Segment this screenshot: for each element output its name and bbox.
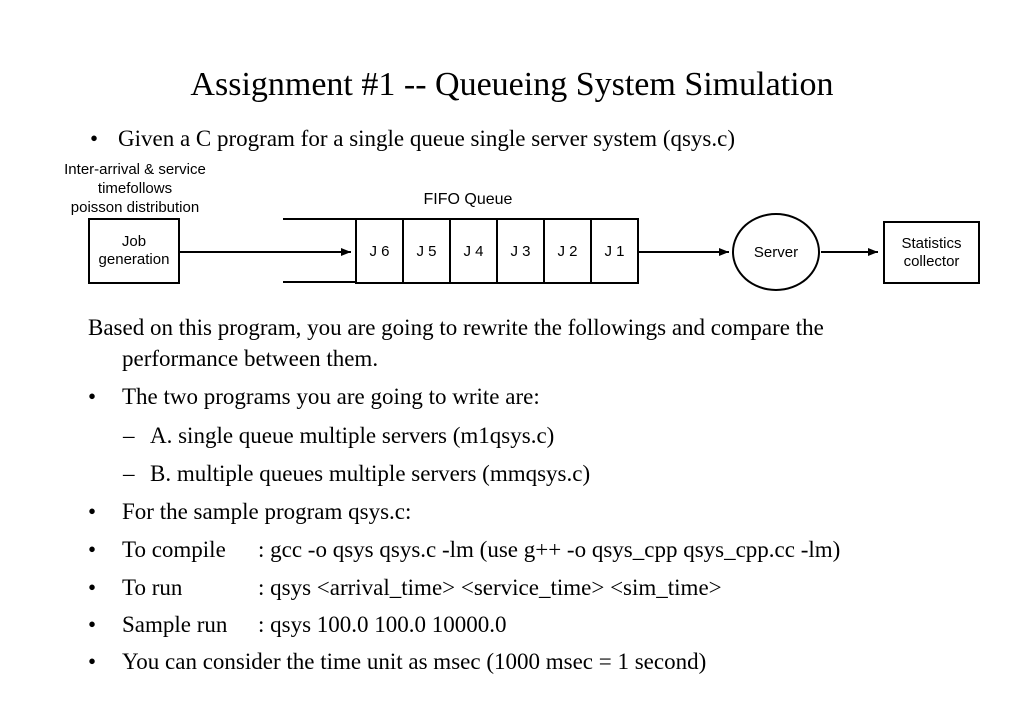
queue-cell: J 3 <box>496 218 545 284</box>
arrival-distribution-label: Inter-arrival & service timefollows pois… <box>47 160 223 217</box>
queue-cell: J 4 <box>449 218 498 284</box>
bullet-text: You can consider the time unit as msec (… <box>122 649 707 674</box>
queue-cell: J 1 <box>590 218 639 284</box>
bullet-line: • To compile : gcc -o qsys qsys.c -lm (use… <box>88 537 840 563</box>
paragraph-line-2: performance between them. <box>122 346 379 371</box>
bullet-text: The two programs you are going to write … <box>122 384 540 409</box>
sub-bullet-line: –B. multiple queues multiple servers (mm… <box>123 461 590 487</box>
paragraph-line-1: Based on this program, you are going to … <box>88 315 824 340</box>
bullet-line: • To run : qsys <arrival_time> <service_ti… <box>88 575 722 601</box>
statistics-collector-box: Statistics collector <box>883 221 980 284</box>
bullet-line: • Sample run : qsys 100.0 100.0 10000.0 <box>88 612 507 638</box>
queue-cell: J 6 <box>355 218 404 284</box>
bullet-label: To run <box>122 575 183 600</box>
bullet-label: To compile <box>122 537 226 562</box>
bullet-command: : qsys 100.0 100.0 10000.0 <box>258 612 507 637</box>
bullet-label: Sample run <box>122 612 228 637</box>
dash-marker: – <box>123 461 135 486</box>
dash-marker: – <box>123 423 135 448</box>
bullet-line: • For the sample program qsys.c: <box>88 499 411 525</box>
slide-title: Assignment #1 -- Queueing System Simulat… <box>190 66 834 103</box>
bullet-line: • You can consider the time unit as msec … <box>88 649 706 675</box>
bullet-command: : gcc -o qsys qsys.c -lm (use g++ -o qsy… <box>258 537 841 562</box>
arrival-label-line2: timefollows <box>97 180 173 197</box>
stats-box-line1: Statistics <box>901 234 962 252</box>
fifo-queue: J 6 J 5 J 4 J 3 J 2 J 1 <box>355 218 639 284</box>
job-generation-box: Job generation <box>88 218 180 284</box>
bullet-line: • The two programs you are going to write… <box>88 384 540 410</box>
bullet-marker: • <box>88 612 97 637</box>
bullet-marker: • <box>88 649 97 674</box>
queue-cell: J 5 <box>402 218 451 284</box>
bullet-marker: • <box>88 384 97 409</box>
intro-bullet-line: • Given a C program for a single queue si… <box>90 126 735 152</box>
arrival-label-line1: Inter-arrival & service <box>64 161 206 178</box>
arrival-label-line3: poisson distribution <box>70 199 200 216</box>
queue-cell: J 2 <box>543 218 592 284</box>
bullet-marker: • <box>88 575 97 600</box>
intro-bullet-text: Given a C program for a single queue sin… <box>118 126 736 151</box>
bullet-marker: • <box>88 499 97 524</box>
sub-bullet-text: A. single queue multiple servers (m1qsys… <box>150 423 555 448</box>
stats-box-line2: collector <box>903 252 960 270</box>
bullet-marker: • <box>90 126 99 151</box>
bullet-command: : qsys <arrival_time> <service_time> <si… <box>258 575 722 600</box>
job-box-line2: generation <box>98 251 170 268</box>
sub-bullet-line: –A. single queue multiple servers (m1qsy… <box>123 423 554 449</box>
bullet-text: For the sample program qsys.c: <box>122 499 412 524</box>
bullet-marker: • <box>88 537 97 562</box>
server-node: Server <box>732 213 820 291</box>
fifo-queue-label: FIFO Queue <box>423 191 513 208</box>
job-box-line1: Job <box>121 233 147 250</box>
sub-bullet-text: B. multiple queues multiple servers (mmq… <box>150 461 591 486</box>
